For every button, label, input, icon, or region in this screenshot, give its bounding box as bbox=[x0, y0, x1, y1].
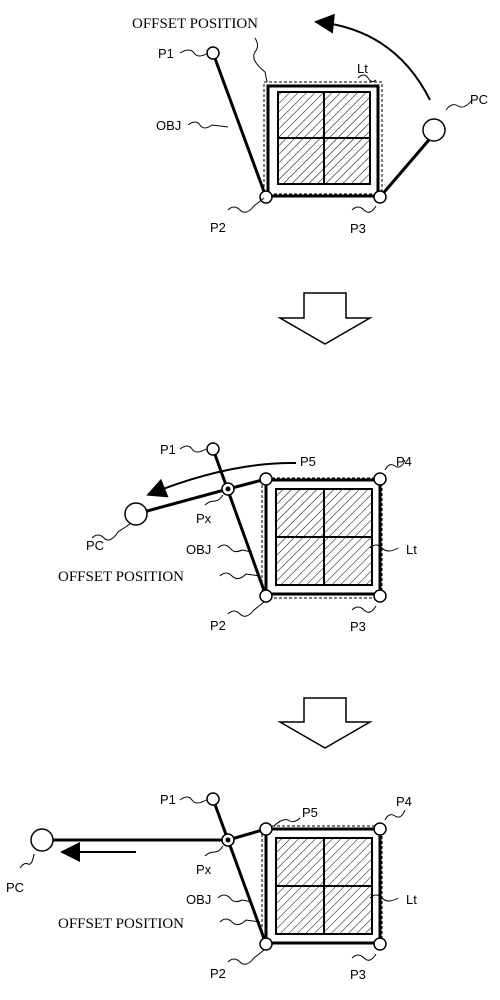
label-p3: P3 bbox=[350, 967, 366, 982]
intersection-px-dot bbox=[225, 486, 231, 492]
label-p1: P1 bbox=[158, 46, 174, 61]
label-p4: P4 bbox=[396, 454, 412, 469]
object-box bbox=[264, 478, 382, 596]
step-2-panel: P1 P5 P4 Px PC OBJ Lt OFFSET POSITION P2… bbox=[58, 442, 417, 634]
label-p4: P4 bbox=[396, 794, 412, 809]
vertex-p1 bbox=[206, 792, 220, 806]
label-obj: OBJ bbox=[186, 892, 211, 907]
control-pc bbox=[422, 118, 446, 142]
label-px: Px bbox=[196, 862, 212, 877]
pc-link bbox=[135, 487, 229, 516]
vertex-p2 bbox=[259, 589, 273, 603]
label-pc: PC bbox=[86, 538, 104, 553]
texture-lt bbox=[275, 837, 373, 935]
object-box bbox=[266, 84, 380, 198]
texture-lt bbox=[275, 488, 373, 586]
obj-edge bbox=[211, 448, 268, 597]
label-p5: P5 bbox=[300, 454, 316, 469]
control-pc bbox=[30, 828, 54, 852]
obj-edge bbox=[211, 52, 268, 198]
label-obj: OBJ bbox=[186, 542, 211, 557]
vertex-p5 bbox=[259, 822, 273, 836]
vertex-p4 bbox=[373, 822, 387, 836]
transition-arrow-1 bbox=[277, 292, 373, 345]
vertex-p4 bbox=[373, 472, 387, 486]
label-p2: P2 bbox=[210, 966, 226, 981]
control-pc bbox=[124, 502, 148, 526]
vertex-p3 bbox=[373, 589, 387, 603]
object-box bbox=[264, 827, 382, 945]
label-offset-position: OFFSET POSITION bbox=[58, 569, 184, 585]
vertex-p3 bbox=[373, 190, 387, 204]
step-3-panel: P1 P4 P5 Px PC OBJ Lt OFFSET POSITION P2… bbox=[6, 792, 417, 982]
transition-arrow-2 bbox=[277, 697, 373, 749]
vertex-p1 bbox=[206, 442, 220, 456]
vertex-p2 bbox=[259, 190, 273, 204]
pc-link bbox=[378, 133, 436, 198]
label-offset-position: OFFSET POSITION bbox=[132, 16, 258, 32]
intersection-px-dot bbox=[225, 837, 231, 843]
motion-arrow bbox=[314, 13, 431, 101]
label-p5: P5 bbox=[302, 805, 318, 820]
label-p1: P1 bbox=[160, 442, 176, 457]
label-offset-position: OFFSET POSITION bbox=[58, 916, 184, 932]
step-1-panel: OFFSET POSITION P1 Lt PC OBJ P2 P3 bbox=[132, 13, 488, 236]
label-p2: P2 bbox=[210, 220, 226, 235]
vertex-p1 bbox=[206, 46, 220, 60]
offset-frame bbox=[261, 477, 383, 599]
label-p3: P3 bbox=[350, 619, 366, 634]
label-p1: P1 bbox=[160, 792, 176, 807]
label-obj: OBJ bbox=[156, 118, 181, 133]
obj-edge bbox=[211, 798, 268, 945]
label-lt: Lt bbox=[406, 892, 417, 907]
label-p3: P3 bbox=[350, 221, 366, 236]
motion-arrow bbox=[146, 461, 297, 498]
label-lt: Lt bbox=[406, 542, 417, 557]
label-pc: PC bbox=[470, 92, 488, 107]
label-lt: Lt bbox=[357, 61, 368, 76]
label-pc: PC bbox=[6, 880, 24, 895]
vertex-p5 bbox=[259, 472, 273, 486]
label-px: Px bbox=[196, 511, 212, 526]
vertex-p3 bbox=[373, 937, 387, 951]
vertex-p2 bbox=[259, 937, 273, 951]
label-p2: P2 bbox=[210, 618, 226, 633]
texture-lt bbox=[277, 91, 371, 185]
